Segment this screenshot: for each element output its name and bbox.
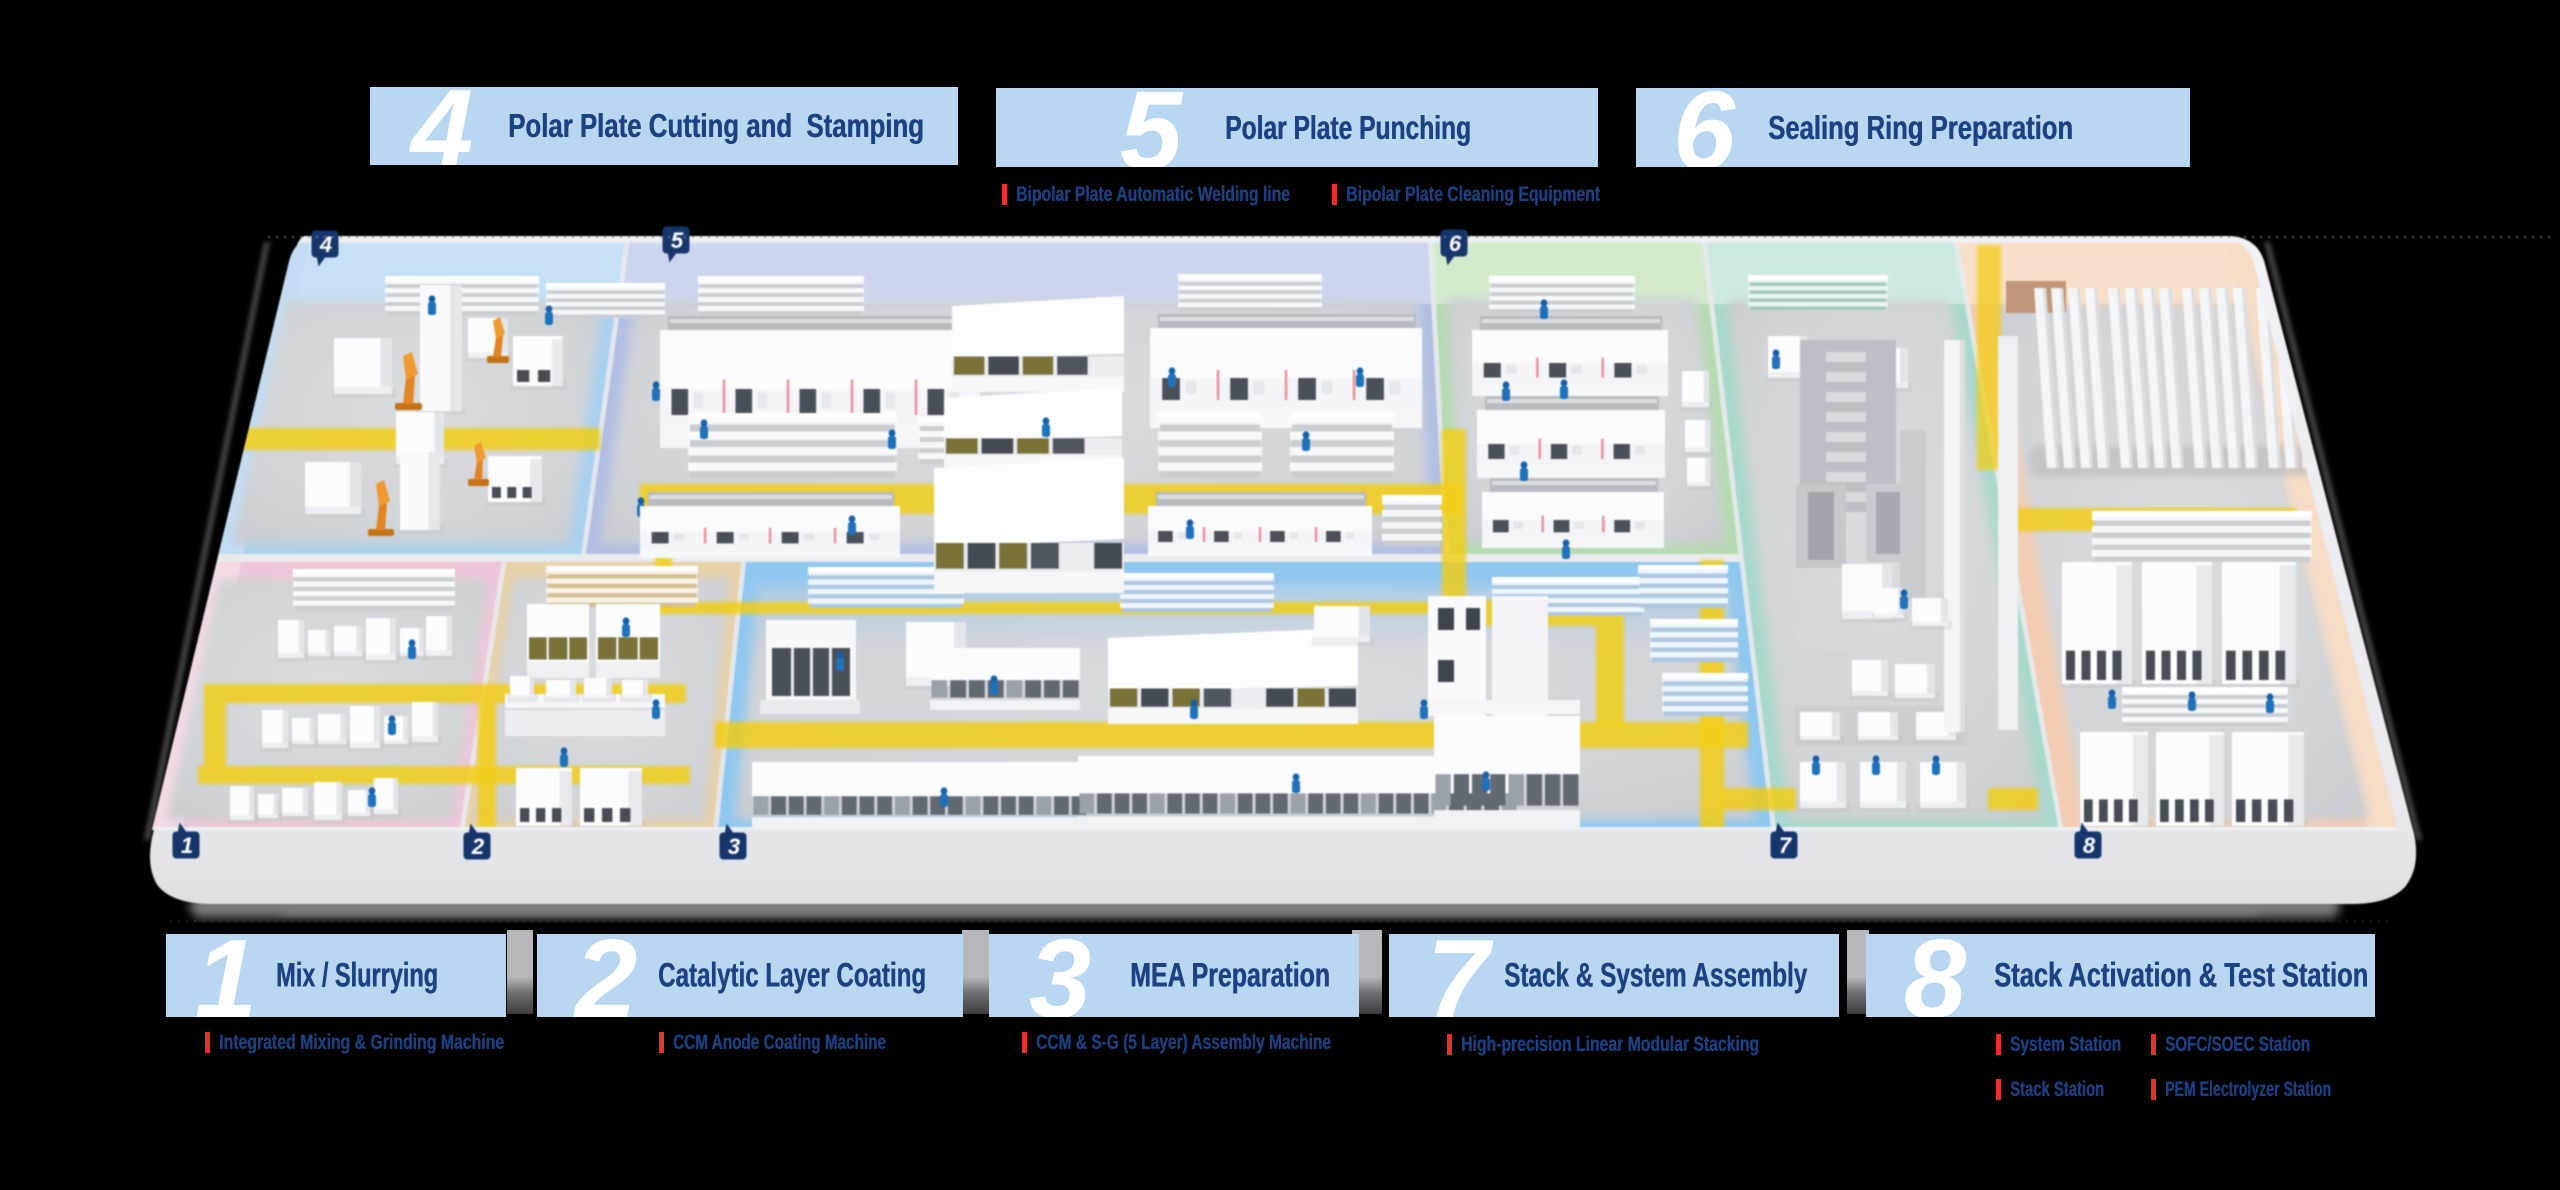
svg-text:1: 1: [181, 833, 193, 858]
svg-text:6: 6: [1449, 231, 1462, 256]
svg-text:3: 3: [728, 834, 740, 859]
svg-text:5: 5: [671, 228, 684, 253]
svg-text:7: 7: [1779, 833, 1793, 858]
svg-text:2: 2: [471, 834, 485, 859]
svg-text:4: 4: [319, 232, 332, 257]
svg-text:8: 8: [2083, 833, 2096, 858]
